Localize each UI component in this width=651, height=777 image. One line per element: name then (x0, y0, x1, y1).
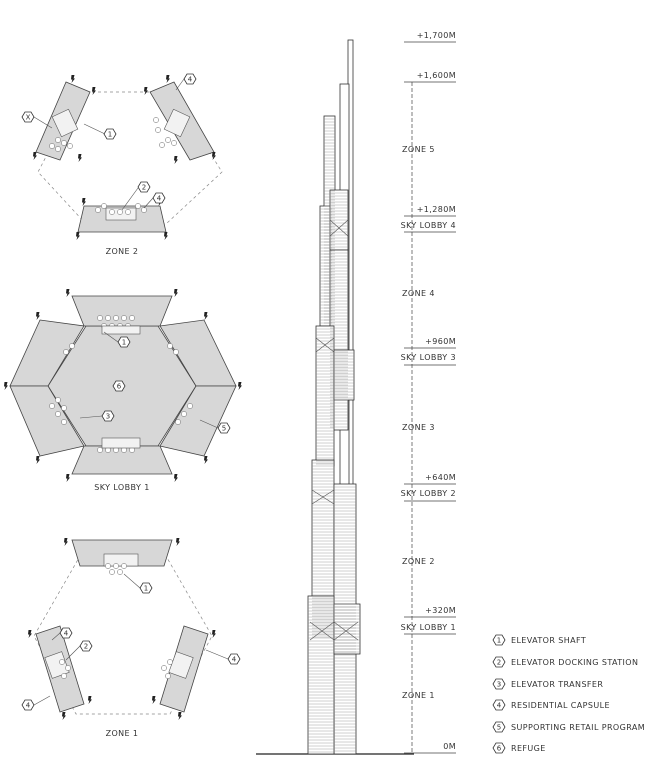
svg-text:ELEVATOR SHAFT: ELEVATOR SHAFT (511, 636, 586, 645)
legend-item: 5 SUPPORTING RETAIL PROGRAM (492, 721, 645, 733)
skylobby1-caption: SKY LOBBY 1 (94, 483, 149, 492)
svg-text:+960M: +960M (425, 337, 456, 346)
zone2-wing-bottom (76, 198, 168, 240)
svg-text:SKY LOBBY 4: SKY LOBBY 4 (401, 221, 456, 230)
zone1-tag-2 (79, 640, 93, 652)
zone2-label: ZONE 2 (402, 557, 435, 566)
svg-text:4: 4 (26, 702, 31, 710)
svg-text:2: 2 (84, 643, 88, 651)
svg-text:ELEVATOR TRANSFER: ELEVATOR TRANSFER (511, 680, 603, 689)
svg-text:+1,280M: +1,280M (417, 205, 456, 214)
zone2-tag-x (21, 111, 35, 123)
legend: 1 ELEVATOR SHAFT 2 ELEVATOR DOCKING STAT… (492, 634, 645, 754)
tower-floor-hatching (308, 118, 360, 753)
zone5-label: ZONE 5 (402, 145, 435, 154)
skylobby1-wing-top (71, 295, 173, 327)
svg-text:SKY LOBBY 3: SKY LOBBY 3 (401, 353, 456, 362)
svg-text:2: 2 (142, 184, 146, 192)
skylobby1-wing-lower-right (159, 385, 237, 457)
svg-text:ELEVATOR DOCKING STATION: ELEVATOR DOCKING STATION (511, 658, 638, 667)
svg-text:4: 4 (232, 656, 237, 664)
svg-text:5: 5 (222, 425, 226, 433)
zone1-tag-4a (59, 627, 73, 639)
svg-text:2: 2 (497, 659, 501, 667)
skylobby1-plan: 1 3 5 6 SKY LOBBY 1 (4, 289, 242, 492)
level-1600: +1,600M (404, 71, 456, 83)
svg-text:4: 4 (188, 76, 193, 84)
svg-text:5: 5 (497, 724, 501, 732)
level-1700: +1,700M (404, 31, 456, 43)
level-640: +640M SKY LOBBY 2 (401, 473, 456, 502)
zone2-tag-4b (152, 192, 166, 204)
svg-text:0M: 0M (443, 742, 456, 751)
zone1-wing-left (28, 625, 92, 720)
svg-text:RESIDENTIAL CAPSULE: RESIDENTIAL CAPSULE (511, 701, 610, 710)
zone3-label: ZONE 3 (402, 423, 435, 432)
svg-text:1: 1 (144, 585, 148, 593)
svg-text:SKY LOBBY 2: SKY LOBBY 2 (401, 489, 456, 498)
zone2-tag-2 (137, 181, 151, 193)
svg-text:SUPPORTING RETAIL PROGRAM: SUPPORTING RETAIL PROGRAM (511, 723, 645, 732)
zone2-plan: X 1 2 4 4 ZONE 2 (21, 73, 223, 256)
svg-text:4: 4 (497, 702, 502, 710)
legend-item: 2 ELEVATOR DOCKING STATION (492, 656, 638, 668)
svg-text:6: 6 (117, 383, 122, 391)
svg-text:6: 6 (497, 745, 502, 753)
legend-item: 1 ELEVATOR SHAFT (492, 634, 586, 646)
skylobby1-wing-lower-left (9, 385, 85, 457)
zone2-wing-right (144, 75, 216, 164)
svg-text:3: 3 (497, 681, 501, 689)
zone2-caption: ZONE 2 (106, 247, 139, 256)
legend-item: 6 REFUGE (492, 742, 546, 754)
skylobby1-tag-1 (117, 336, 131, 348)
level-0: 0M (404, 742, 456, 754)
svg-text:1: 1 (108, 131, 112, 139)
zone1-wing-top (64, 538, 180, 575)
skylobby1-tag-3 (101, 410, 115, 422)
svg-text:+320M: +320M (425, 606, 456, 615)
elevator-crosses (309, 219, 359, 641)
svg-text:3: 3 (106, 413, 110, 421)
zone1-label: ZONE 1 (402, 691, 435, 700)
zone2-tag-4a (183, 73, 197, 85)
zone2-tag-1 (103, 128, 117, 140)
svg-text:4: 4 (64, 630, 69, 638)
level-960: +960M SKY LOBBY 3 (401, 337, 456, 366)
zone1-wing-right (152, 625, 216, 720)
svg-text:+1,700M: +1,700M (417, 31, 456, 40)
legend-item: 4 RESIDENTIAL CAPSULE (492, 699, 610, 711)
svg-text:+640M: +640M (425, 473, 456, 482)
svg-text:+1,600M: +1,600M (417, 71, 456, 80)
svg-text:1: 1 (122, 339, 126, 347)
zone1-plan: 1 2 4 4 4 ZONE 1 (21, 538, 241, 738)
svg-text:4: 4 (157, 195, 162, 203)
zone1-tag-1 (139, 582, 153, 594)
tower-elevation: +1,700M +1,600M +1,280M SKY LOBBY 4 +960… (256, 31, 456, 755)
svg-text:SKY LOBBY 1: SKY LOBBY 1 (401, 623, 456, 632)
skylobby1-tag-6 (112, 380, 126, 392)
level-320: +320M SKY LOBBY 1 (401, 606, 456, 635)
svg-text:X: X (26, 114, 31, 122)
zone4-label: ZONE 4 (402, 289, 435, 298)
level-1280: +1,280M SKY LOBBY 4 (401, 205, 456, 233)
skylobby1-tag-5 (217, 422, 231, 434)
legend-item: 3 ELEVATOR TRANSFER (492, 678, 603, 690)
svg-text:1: 1 (497, 637, 501, 645)
zone1-tag-4c (227, 653, 241, 665)
zone1-tag-4b (21, 699, 35, 711)
zone2-wing-left (33, 75, 96, 162)
zone1-caption: ZONE 1 (106, 729, 139, 738)
svg-text:REFUGE: REFUGE (511, 744, 546, 753)
